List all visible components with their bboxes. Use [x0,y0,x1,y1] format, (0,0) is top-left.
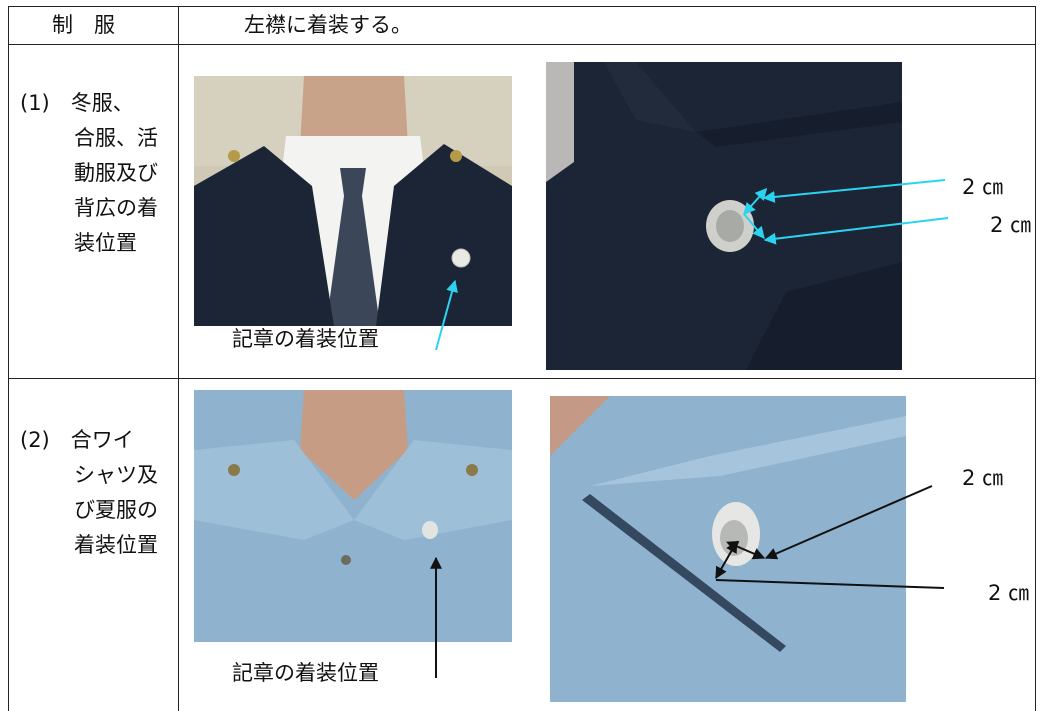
row2-label-line-3: び夏服の [74,498,158,522]
row2-photo-a-arrow [430,556,442,678]
row2-measure-arrows [715,485,945,589]
table-border-right [1035,6,1036,711]
row2-label-line-1: (2) 合ワイ [20,428,134,452]
row1-measure-arrows [743,179,949,245]
table-border-column [178,6,179,711]
row1-label-line-1: (1) 冬服、 [20,91,134,115]
table-border-left [8,6,9,711]
row2-label-line-2: シャツ及 [74,463,158,487]
row2-measure-top: 2 ㎝ [962,466,1004,490]
table-border-header-bottom [8,44,1036,45]
row2-measure-bottom: 2 ㎝ [988,581,1030,605]
row1-label-line-2: 合服、活 [74,126,158,150]
header-instruction: 左襟に着装する。 [244,13,412,37]
row1-photo-a-arrow [435,279,458,351]
row1-measure-bottom: 2 ㎝ [990,213,1032,237]
row1-label-line-3: 動服及び [74,161,158,185]
row1-label-line-4: 背広の着 [74,196,158,220]
row1-photo-caption: 記章の着装位置 [232,327,379,351]
header-category-label: 制 服 [52,13,115,37]
row1-measure-top: 2 ㎝ [962,175,1004,199]
blue-shirt-front-photo [194,390,512,642]
navy-jacket-closeup-photo [546,62,902,370]
table-border-row-divider [8,378,1036,379]
navy-jacket-front-photo [194,76,512,326]
row2-label-line-4: 着装位置 [74,533,158,557]
row1-label-line-5: 装位置 [74,231,137,255]
table-border-top [8,6,1036,7]
row2-photo-caption: 記章の着装位置 [232,661,379,685]
